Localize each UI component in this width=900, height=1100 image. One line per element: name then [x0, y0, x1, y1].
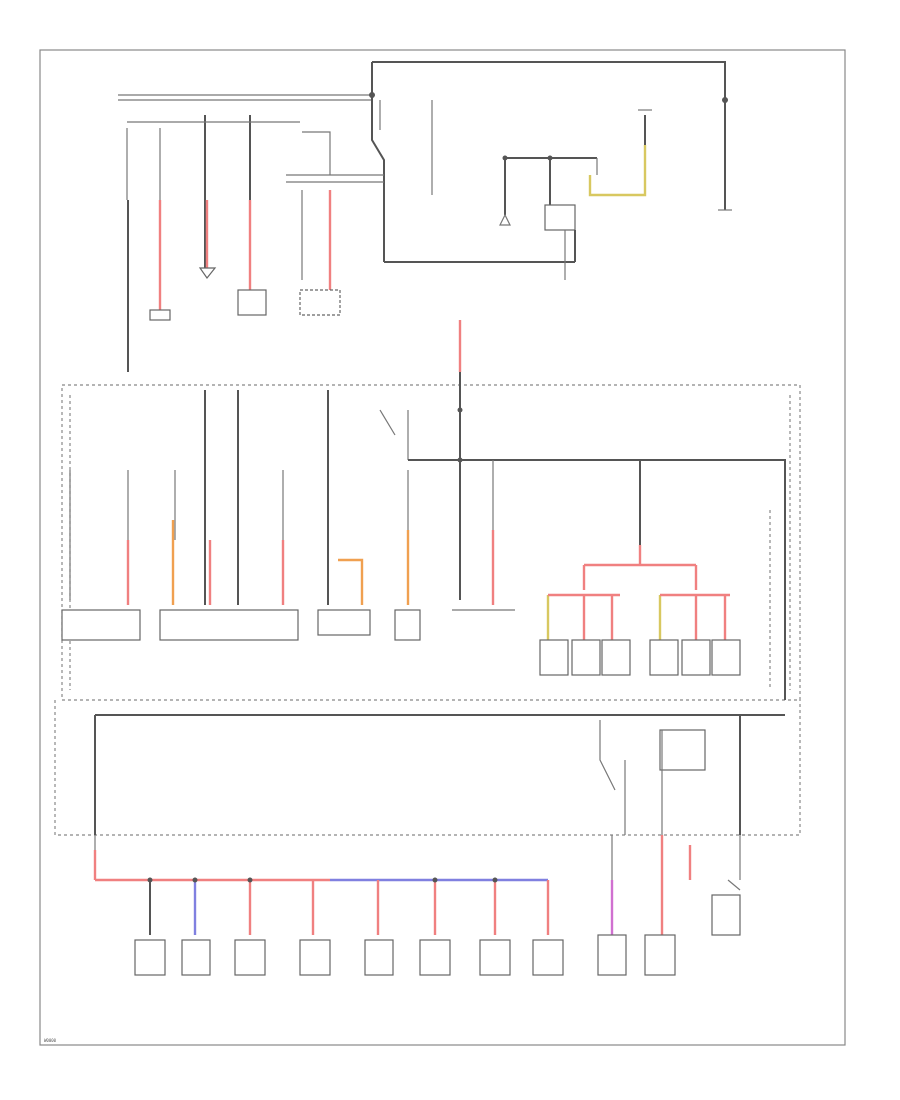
middle-power-section [61, 320, 801, 701]
bottom-power-section [54, 700, 801, 976]
diagram-frame [39, 49, 846, 1046]
diagram-ref-code: W0000 [44, 1038, 57, 1043]
top-power-section [118, 61, 732, 372]
